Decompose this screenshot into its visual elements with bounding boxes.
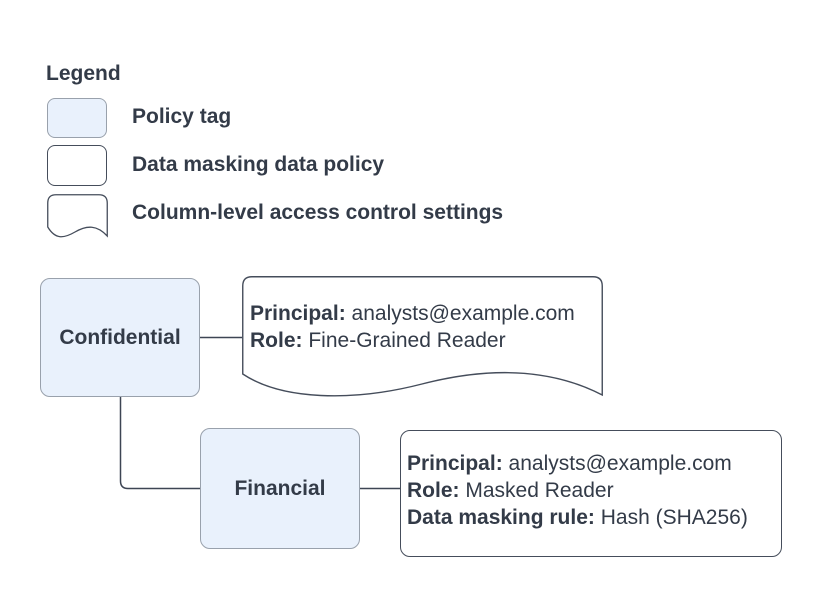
node-financial: Financial bbox=[200, 428, 360, 549]
callout-line: Role: Masked Reader bbox=[407, 479, 614, 502]
data-policy-text: Principal: analysts@example.com Role: Ma… bbox=[407, 450, 748, 531]
data-policy-shape bbox=[400, 430, 782, 557]
legend-item-label: Policy tag bbox=[132, 105, 232, 128]
data-policy-swatch bbox=[47, 145, 107, 186]
callout-line: Principal: analysts@example.com bbox=[250, 302, 575, 325]
access-settings-shape bbox=[242, 276, 603, 397]
legend-item-label: Column-level access control settings bbox=[132, 201, 504, 224]
node-label: Confidential bbox=[59, 325, 181, 349]
node-label: Financial bbox=[234, 476, 326, 500]
callout-line: Role: Fine-Grained Reader bbox=[250, 329, 506, 352]
callout-line: Data masking rule: Hash (SHA256) bbox=[407, 506, 748, 529]
access-settings-text: Principal: analysts@example.com Role: Fi… bbox=[250, 300, 575, 354]
connector-confidential-to-financial bbox=[119, 396, 200, 490]
access-settings-swatch bbox=[47, 194, 108, 238]
legend-title: Legend bbox=[46, 62, 121, 85]
legend-item-label: Data masking data policy bbox=[132, 153, 385, 176]
policy-tag-swatch bbox=[47, 98, 107, 138]
node-confidential: Confidential bbox=[40, 278, 200, 397]
callout-line: Principal: analysts@example.com bbox=[407, 452, 732, 475]
